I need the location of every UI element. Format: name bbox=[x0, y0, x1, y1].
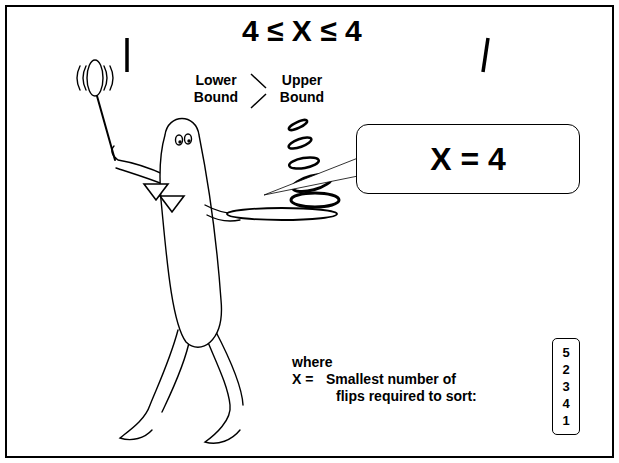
note-label: X = bbox=[292, 371, 313, 388]
bound-label: Lower Bound bbox=[184, 72, 248, 106]
bound-bracket bbox=[251, 74, 266, 108]
bound-label: Upper Bound bbox=[270, 72, 334, 106]
note-label: Smallest number of flips required to sor… bbox=[326, 371, 484, 405]
bar-right bbox=[483, 38, 488, 72]
node-text: X = 4 bbox=[430, 141, 506, 178]
bar-left bbox=[125, 38, 129, 72]
note-label: where bbox=[292, 354, 332, 371]
stack-box: 5 2 3 4 1 bbox=[552, 338, 580, 435]
title: 4 ≤ X ≤ 4 bbox=[242, 14, 362, 48]
bubble-pointer bbox=[264, 158, 358, 195]
speech-bubble: X = 4 bbox=[356, 124, 580, 194]
node-text: 5 2 3 4 1 bbox=[561, 344, 571, 429]
frame bbox=[6, 6, 613, 457]
cook-figure bbox=[77, 60, 339, 443]
